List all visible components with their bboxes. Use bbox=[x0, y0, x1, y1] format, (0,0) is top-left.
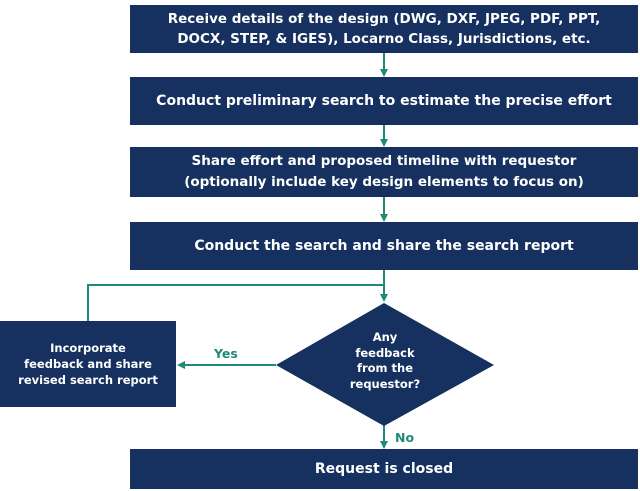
receive-details-line1: Receive details of the design (DWG, DXF,… bbox=[167, 11, 601, 27]
no-label: No bbox=[395, 430, 415, 445]
decision-line3: from the bbox=[356, 361, 414, 375]
conduct-search-step: Conduct the search and share the search … bbox=[130, 222, 638, 270]
yes-label: Yes bbox=[214, 346, 238, 361]
decision-line1: Any bbox=[372, 330, 398, 344]
request-closed-step: Request is closed bbox=[130, 449, 638, 489]
receive-details-line2: DOCX, STEP, & IGES), Locarno Class, Juri… bbox=[177, 31, 591, 47]
incorporate-line2: feedback and share bbox=[24, 357, 152, 371]
incorporate-line3: revised search report bbox=[18, 373, 158, 387]
share-effort-line2: (optionally include key design elements … bbox=[184, 174, 584, 190]
share-effort-line1: Share effort and proposed timeline with … bbox=[191, 153, 577, 169]
request-closed-label: Request is closed bbox=[314, 461, 454, 477]
share-effort-step: Share effort and proposed timeline with … bbox=[130, 147, 638, 197]
preliminary-search-step: Conduct preliminary search to estimate t… bbox=[130, 77, 638, 125]
decision-line2: feedback bbox=[355, 345, 415, 360]
incorporate-feedback-step: Incorporate feedback and share revised s… bbox=[0, 321, 176, 407]
incorporate-line1: Incorporate bbox=[50, 341, 126, 355]
arrow-loop-back bbox=[87, 284, 384, 321]
conduct-search-label: Conduct the search and share the search … bbox=[194, 238, 574, 254]
decision-diamond bbox=[276, 303, 494, 426]
decision-line4: requestor? bbox=[349, 376, 421, 391]
receive-details-step: Receive details of the design (DWG, DXF,… bbox=[130, 5, 638, 53]
preliminary-search-label: Conduct preliminary search to estimate t… bbox=[156, 93, 612, 109]
decision-text: Any feedback from the requestor? bbox=[330, 330, 440, 392]
